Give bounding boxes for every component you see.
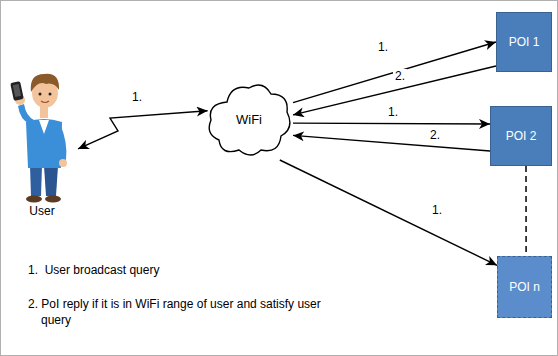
node-label: User xyxy=(29,204,54,218)
user-figure: User xyxy=(6,62,78,220)
node-label: POI 1 xyxy=(509,35,540,49)
poi-box: POI 2 xyxy=(490,106,552,166)
arrow-connector xyxy=(293,135,490,151)
edge-label: 2. xyxy=(393,69,407,83)
arrow-connector xyxy=(293,42,496,103)
arrow-connector xyxy=(280,160,497,265)
node-label: POI n xyxy=(509,280,540,294)
poi-box-dashed: POI n xyxy=(497,256,552,318)
note-text: 1. User broadcast query xyxy=(28,262,328,278)
node-label: POI 2 xyxy=(506,129,537,143)
edge-label: 1. xyxy=(130,90,144,104)
edge-label: 2. xyxy=(428,128,442,142)
edge-label: 1. xyxy=(430,203,444,217)
dashed-connector xyxy=(525,166,527,256)
poi-box: POI 1 xyxy=(496,12,552,72)
note-text: 2. PoI reply if it is in WiFi range of u… xyxy=(28,296,331,328)
edge-label: 1. xyxy=(386,105,400,119)
wifi-cloud: WiFi xyxy=(205,78,293,160)
arrow-connector xyxy=(293,122,490,124)
node-label: WiFi xyxy=(236,112,262,127)
arrow-connector xyxy=(78,111,208,149)
edge-label: 1. xyxy=(376,40,390,54)
